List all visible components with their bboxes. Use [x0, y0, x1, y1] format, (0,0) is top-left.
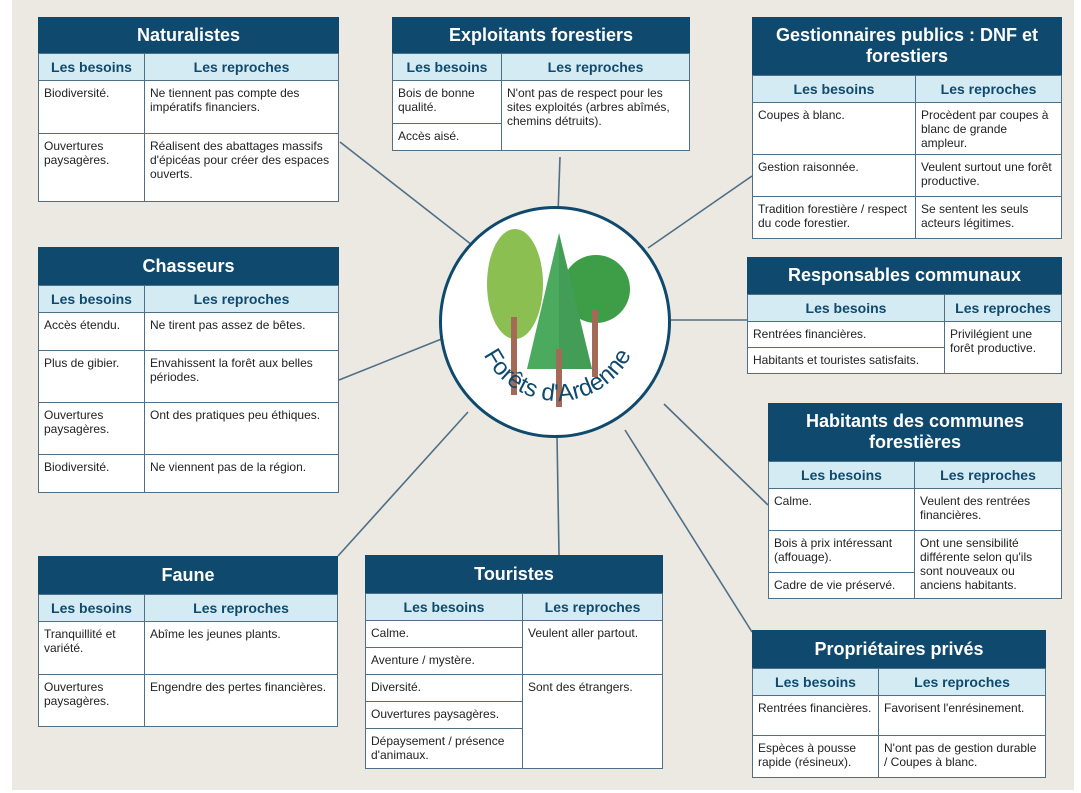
need-cell: Gestion raisonnée. — [752, 154, 916, 197]
need-cell: Plus de gibier. — [38, 350, 145, 403]
need-cell: Calme. — [768, 488, 915, 531]
need-cell: Accès aisé. — [392, 123, 502, 151]
card-gestionnaires: Gestionnaires publics : DNF et forestier… — [752, 17, 1062, 239]
connector-chasseurs — [338, 337, 445, 381]
blame-cell: N'ont pas de respect pour les sites expl… — [501, 80, 690, 151]
needs-header: Les besoins — [768, 461, 915, 489]
need-cell: Accès étendu. — [38, 312, 145, 351]
tree-right-icon — [562, 255, 630, 323]
need-cell: Ouvertures paysagères. — [38, 133, 145, 202]
blames-header: Les reproches — [144, 594, 338, 622]
connector-faune — [337, 411, 469, 557]
blames-header: Les reproches — [144, 53, 339, 81]
needs-header: Les besoins — [365, 593, 523, 621]
need-cell: Bois à prix intéressant (affouage). — [768, 530, 915, 573]
blame-cell: Veulent surtout une forêt productive. — [915, 154, 1062, 197]
need-cell: Espèces à pousse rapide (résineux). — [752, 735, 879, 778]
blame-cell: Ne tiennent pas compte des impératifs fi… — [144, 80, 339, 134]
card-title: Touristes — [365, 555, 663, 593]
needs-header: Les besoins — [38, 53, 145, 81]
need-cell: Biodiversité. — [38, 454, 145, 493]
need-cell: Rentrées financières. — [747, 321, 945, 348]
connector-proprietaires — [624, 429, 753, 633]
need-cell: Dépaysement / présence d'animaux. — [365, 728, 523, 769]
needs-header: Les besoins — [38, 285, 145, 313]
need-cell: Ouvertures paysagères. — [38, 674, 145, 727]
blame-cell: Favorisent l'enrésinement. — [878, 695, 1046, 736]
center-logo: Forêts d'Ardenne — [439, 206, 671, 438]
blame-cell: Sont des étrangers. — [522, 674, 663, 769]
blame-cell: Veulent aller partout. — [522, 620, 663, 675]
card-title: Exploitants forestiers — [392, 17, 690, 53]
connector-gestionnaires — [647, 175, 753, 249]
need-cell: Bois de bonne qualité. — [392, 80, 502, 124]
card-title: Naturalistes — [38, 17, 339, 53]
blame-cell: Privilégient une forêt productive. — [944, 321, 1062, 374]
need-cell: Ouvertures paysagères. — [38, 402, 145, 455]
blame-cell: N'ont pas de gestion durable / Coupes à … — [878, 735, 1046, 778]
blames-header: Les reproches — [144, 285, 339, 313]
connector-exploitants — [557, 156, 561, 215]
need-cell: Tradition forestière / respect du code f… — [752, 196, 916, 239]
needs-header: Les besoins — [752, 75, 916, 103]
card-title: Faune — [38, 556, 338, 594]
card-title: Chasseurs — [38, 247, 339, 285]
needs-header: Les besoins — [747, 294, 945, 322]
need-cell: Habitants et touristes satisfaits. — [747, 347, 945, 374]
needs-header: Les besoins — [392, 53, 502, 81]
connector-habitants — [663, 403, 769, 506]
card-habitants: Habitants des communes forestières Les b… — [768, 403, 1062, 599]
blames-header: Les reproches — [944, 294, 1062, 322]
need-cell: Rentrées financières. — [752, 695, 879, 736]
blames-header: Les reproches — [914, 461, 1062, 489]
blames-header: Les reproches — [915, 75, 1062, 103]
blame-cell: Ont une sensibilité différente selon qu'… — [914, 530, 1062, 599]
need-cell: Calme. — [365, 620, 523, 648]
need-cell: Cadre de vie préservé. — [768, 572, 915, 599]
trees-illustration: Forêts d'Ardenne — [478, 229, 637, 407]
blames-header: Les reproches — [501, 53, 690, 81]
tree-left-icon — [487, 229, 543, 339]
blame-cell: Procèdent par coupes à blanc de grande a… — [915, 102, 1062, 155]
blame-cell: Envahissent la forêt aux belles périodes… — [144, 350, 339, 403]
card-title: Responsables communaux — [747, 257, 1062, 294]
blame-cell: Ont des pratiques peu éthiques. — [144, 402, 339, 455]
needs-header: Les besoins — [38, 594, 145, 622]
blame-cell: Ne tirent pas assez de bêtes. — [144, 312, 339, 351]
need-cell: Aventure / mystère. — [365, 647, 523, 675]
blame-cell: Veulent des rentrées financières. — [914, 488, 1062, 531]
card-title: Habitants des communes forestières — [768, 403, 1062, 461]
blames-header: Les reproches — [878, 668, 1046, 696]
blame-cell: Se sentent les seuls acteurs légitimes. — [915, 196, 1062, 239]
blames-header: Les reproches — [522, 593, 663, 621]
need-cell: Biodiversité. — [38, 80, 145, 134]
card-title: Propriétaires privés — [752, 630, 1046, 668]
need-cell: Coupes à blanc. — [752, 102, 916, 155]
need-cell: Diversité. — [365, 674, 523, 702]
card-title: Gestionnaires publics : DNF et forestier… — [752, 17, 1062, 75]
need-cell: Tranquillité et variété. — [38, 621, 145, 675]
need-cell: Ouvertures paysagères. — [365, 701, 523, 729]
needs-header: Les besoins — [752, 668, 879, 696]
blame-cell: Réalisent des abattages massifs d'épicéa… — [144, 133, 339, 202]
blame-cell: Ne viennent pas de la région. — [144, 454, 339, 493]
blame-cell: Engendre des pertes financières. — [144, 674, 338, 727]
connector-touristes — [556, 435, 560, 556]
connector-naturalistes — [339, 141, 473, 246]
blame-cell: Abîme les jeunes plants. — [144, 621, 338, 675]
